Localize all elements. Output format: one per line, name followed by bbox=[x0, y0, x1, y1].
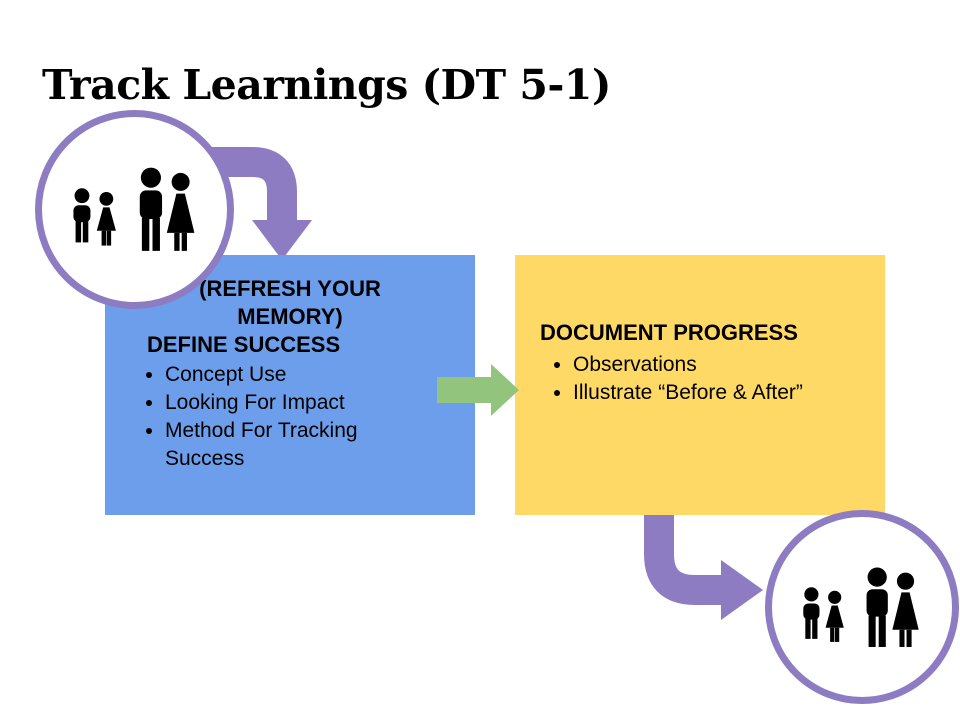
progress-box-heading: DOCUMENT PROGRESS bbox=[540, 320, 798, 345]
bullet-item: Observations bbox=[573, 351, 865, 379]
define-box-heading: (REFRESH YOUR MEMORY) bbox=[199, 276, 381, 329]
elbow-arrow-right-icon bbox=[644, 496, 763, 620]
bullet-item: Concept Use bbox=[165, 361, 415, 389]
slide-title: Track Learnings (DT 5-1) bbox=[42, 61, 611, 110]
document-progress-box: DOCUMENT PROGRESS Observations Illustrat… bbox=[515, 255, 885, 515]
family-circle-top bbox=[35, 110, 234, 309]
progress-box-bullet-list: Observations Illustrate “Before & After” bbox=[515, 351, 865, 407]
family-silhouette-icon bbox=[67, 166, 203, 253]
bullet-item: Looking For Impact bbox=[165, 389, 415, 417]
define-box-subheading: DEFINE SUCCESS bbox=[147, 332, 341, 357]
define-box-bullet-list: Concept Use Looking For Impact Method Fo… bbox=[105, 361, 415, 473]
elbow-arrow-down-icon bbox=[194, 147, 312, 260]
bullet-item: Method For Tracking Success bbox=[165, 417, 415, 473]
bullet-item: Illustrate “Before & After” bbox=[573, 379, 865, 407]
right-block-arrow-icon bbox=[437, 364, 519, 416]
family-circle-bottom bbox=[765, 510, 959, 704]
family-silhouette-icon bbox=[797, 566, 927, 649]
